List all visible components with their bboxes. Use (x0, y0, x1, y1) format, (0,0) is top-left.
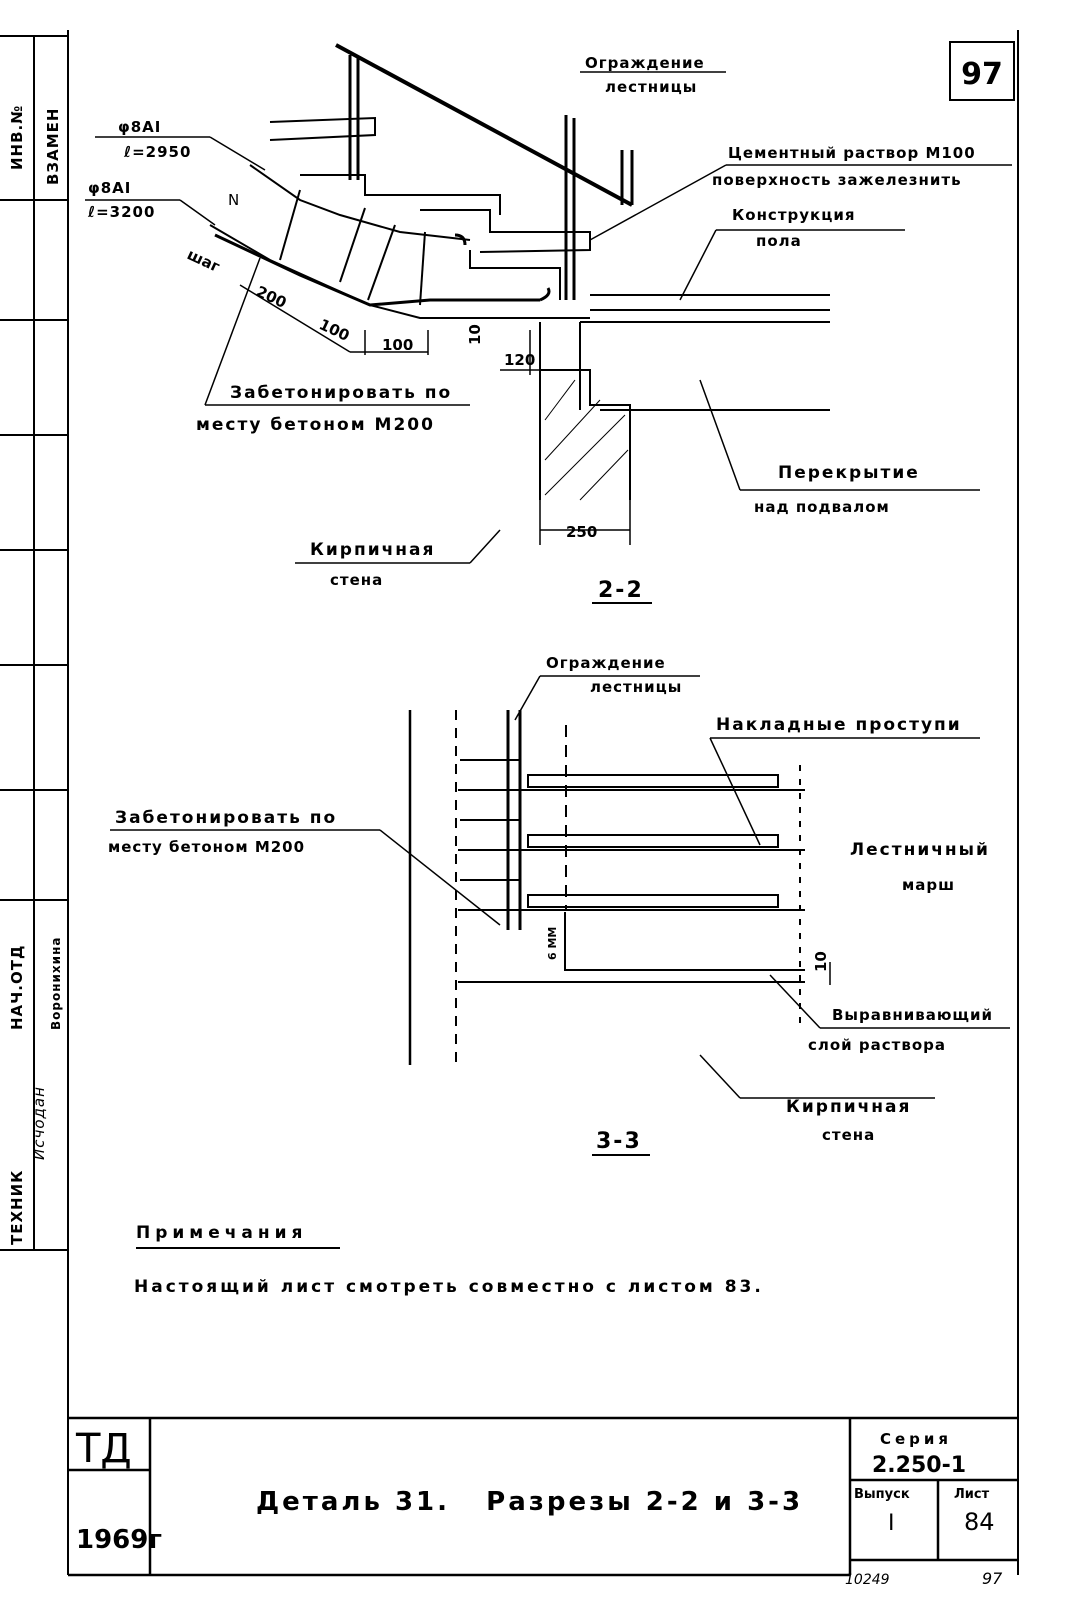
s22-dim-200: 200 (253, 282, 289, 312)
margin-inv-label: ИНВ.№ (8, 105, 26, 170)
title-block (68, 1416, 1018, 1577)
tb-issue-value: I (888, 1511, 895, 1536)
tb-sheet-label: Лист (954, 1487, 990, 1502)
s22-concrete-line1: Забетонировать по (230, 383, 452, 403)
s33-section-title: 3-3 (596, 1129, 642, 1154)
s22-cement-line2: поверхность зажелезнить (712, 171, 962, 189)
s22-step-label: шаг (184, 245, 222, 276)
s22-rebar1-b: ℓ=2950 (123, 143, 191, 161)
section-3-3-labels: Ограждение лестницы Накладные проступи З… (108, 654, 993, 1154)
s22-railing-line2: лестницы (605, 78, 697, 96)
sheet-frame (0, 30, 1019, 1575)
s33-dim-10: 10 (812, 951, 830, 972)
notes-heading: Примечания (136, 1223, 307, 1243)
page-number-box: 97 (949, 41, 1015, 101)
section-2-2-drawing (85, 43, 1012, 604)
s22-wall-line2: стена (330, 571, 383, 589)
s33-dim-6: 6 ММ (546, 927, 559, 960)
margin-tech-name: Исчодан (30, 1086, 48, 1160)
s22-section-title: 2-2 (598, 578, 644, 603)
s33-mortar-line1: Выравнивающий (832, 1006, 993, 1024)
s33-treads: Накладные проступи (716, 715, 962, 735)
tb-year: 1969г (76, 1525, 162, 1555)
notes-block: Примечания Настоящий лист смотреть совме… (134, 1223, 764, 1297)
tb-org: ТД (75, 1426, 132, 1472)
s33-flight-line1: Лестничный (850, 840, 990, 860)
s22-wall-line1: Кирпичная (310, 540, 435, 560)
s22-rebar2-b: ℓ=3200 (87, 203, 155, 221)
margin-tech-label: ТЕХНИК (8, 1170, 26, 1245)
s33-concrete-line2: месту бетоном М200 (108, 838, 305, 856)
tb-archive-no: 10249 (845, 1572, 890, 1588)
s33-railing-line2: лестницы (590, 678, 682, 696)
section-2-2-labels: Ограждение лестницы φ8АI ℓ=2950 φ8АI ℓ=3… (87, 54, 976, 603)
s22-slab-line2: над подвалом (754, 498, 890, 516)
notes-text: Настоящий лист смотреть совместно с лист… (134, 1277, 764, 1297)
s22-n-label: N (228, 191, 239, 209)
s22-dim-120: 120 (504, 351, 535, 369)
s22-cement-line1: Цементный раствор М100 (728, 144, 976, 162)
margin-replace-label: ВЗАМЕН (44, 108, 62, 185)
s33-wall-line2: стена (822, 1126, 875, 1144)
margin-checked-name: Воронихина (49, 937, 63, 1030)
section-3-3-drawing (110, 675, 1010, 1156)
tb-sheet-value: 84 (964, 1508, 995, 1536)
s22-dim-10: 10 (466, 324, 484, 345)
s22-floor-line1: Конструкция (732, 206, 855, 224)
title-block-text: ТД 1969г Деталь 31. Разрезы 2-2 и 3-3 Се… (75, 1426, 1003, 1588)
tb-series-value: 2.250-1 (872, 1453, 966, 1478)
margin-checked-label: НАЧ.ОТД (8, 945, 26, 1030)
s22-slab-line1: Перекрытие (778, 463, 920, 483)
tb-series-label: Серия (880, 1430, 952, 1448)
s33-flight-line2: марш (902, 876, 955, 894)
tb-title: Деталь 31. Разрезы 2-2 и 3-3 (256, 1487, 803, 1517)
page-number: 97 (961, 57, 1003, 92)
s22-railing-line1: Ограждение (585, 54, 705, 72)
s22-concrete-line2: месту бетоном М200 (196, 415, 435, 435)
s33-railing-line1: Ограждение (546, 654, 666, 672)
s33-mortar-line2: слой раствора (808, 1036, 946, 1054)
s33-wall-line1: Кирпичная (786, 1097, 911, 1117)
s33-concrete-line1: Забетонировать по (115, 808, 337, 828)
s22-floor-line2: пола (756, 232, 802, 250)
tb-issue-label: Выпуск (854, 1487, 910, 1502)
tb-page-no: 97 (982, 1569, 1003, 1588)
s22-dim-100a: 100 (316, 315, 352, 345)
s22-rebar1-a: φ8АI (118, 118, 161, 136)
s22-rebar2-a: φ8АI (88, 179, 131, 197)
s22-dim-250: 250 (566, 523, 597, 541)
s22-dim-100b: 100 (382, 336, 413, 354)
